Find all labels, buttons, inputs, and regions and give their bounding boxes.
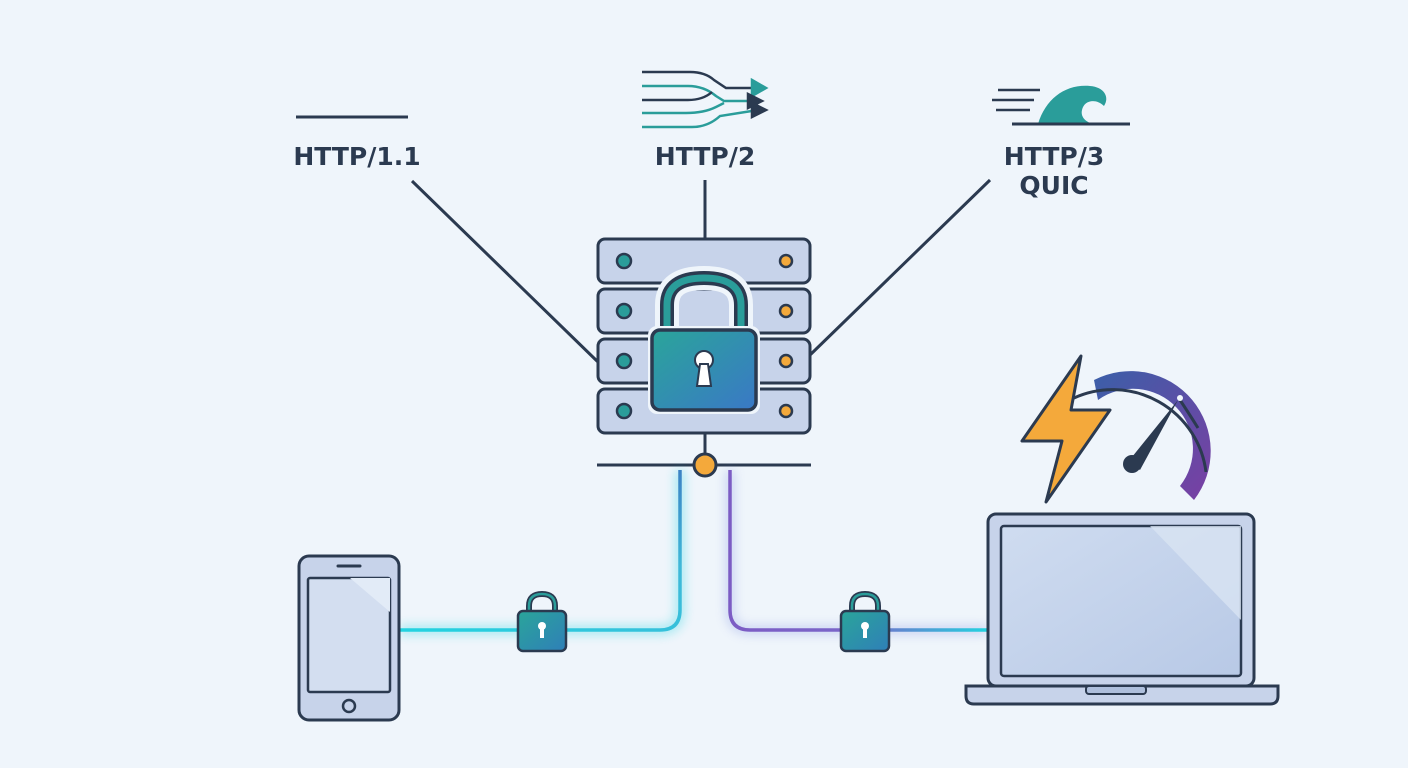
quic-label: QUIC (1019, 171, 1088, 200)
smartphone-icon (297, 554, 401, 722)
lightning-bolt-icon (1020, 354, 1112, 504)
laptop-cable (725, 470, 988, 635)
multiplexed-arrows-icon (642, 70, 769, 129)
http3-group: HTTP/3 QUIC (992, 85, 1130, 200)
network-hub-node (692, 452, 718, 478)
http3-label: HTTP/3 (1004, 142, 1104, 171)
laptop-link-padlock-icon (839, 590, 891, 653)
laptop-icon (964, 512, 1280, 706)
wave-icon (992, 85, 1130, 126)
mobile-cable (400, 470, 685, 635)
http1-group: HTTP/1.1 (293, 115, 421, 171)
http2-label: HTTP/2 (655, 142, 755, 171)
http1-connector-line (410, 179, 600, 364)
mobile-link-padlock-icon (516, 590, 568, 653)
http1-label: HTTP/1.1 (293, 142, 420, 171)
speedometer-icon (1073, 371, 1211, 500)
server-padlock-icon (648, 265, 760, 414)
http3-connector-line (808, 178, 992, 357)
http2-group: HTTP/2 (642, 70, 769, 171)
